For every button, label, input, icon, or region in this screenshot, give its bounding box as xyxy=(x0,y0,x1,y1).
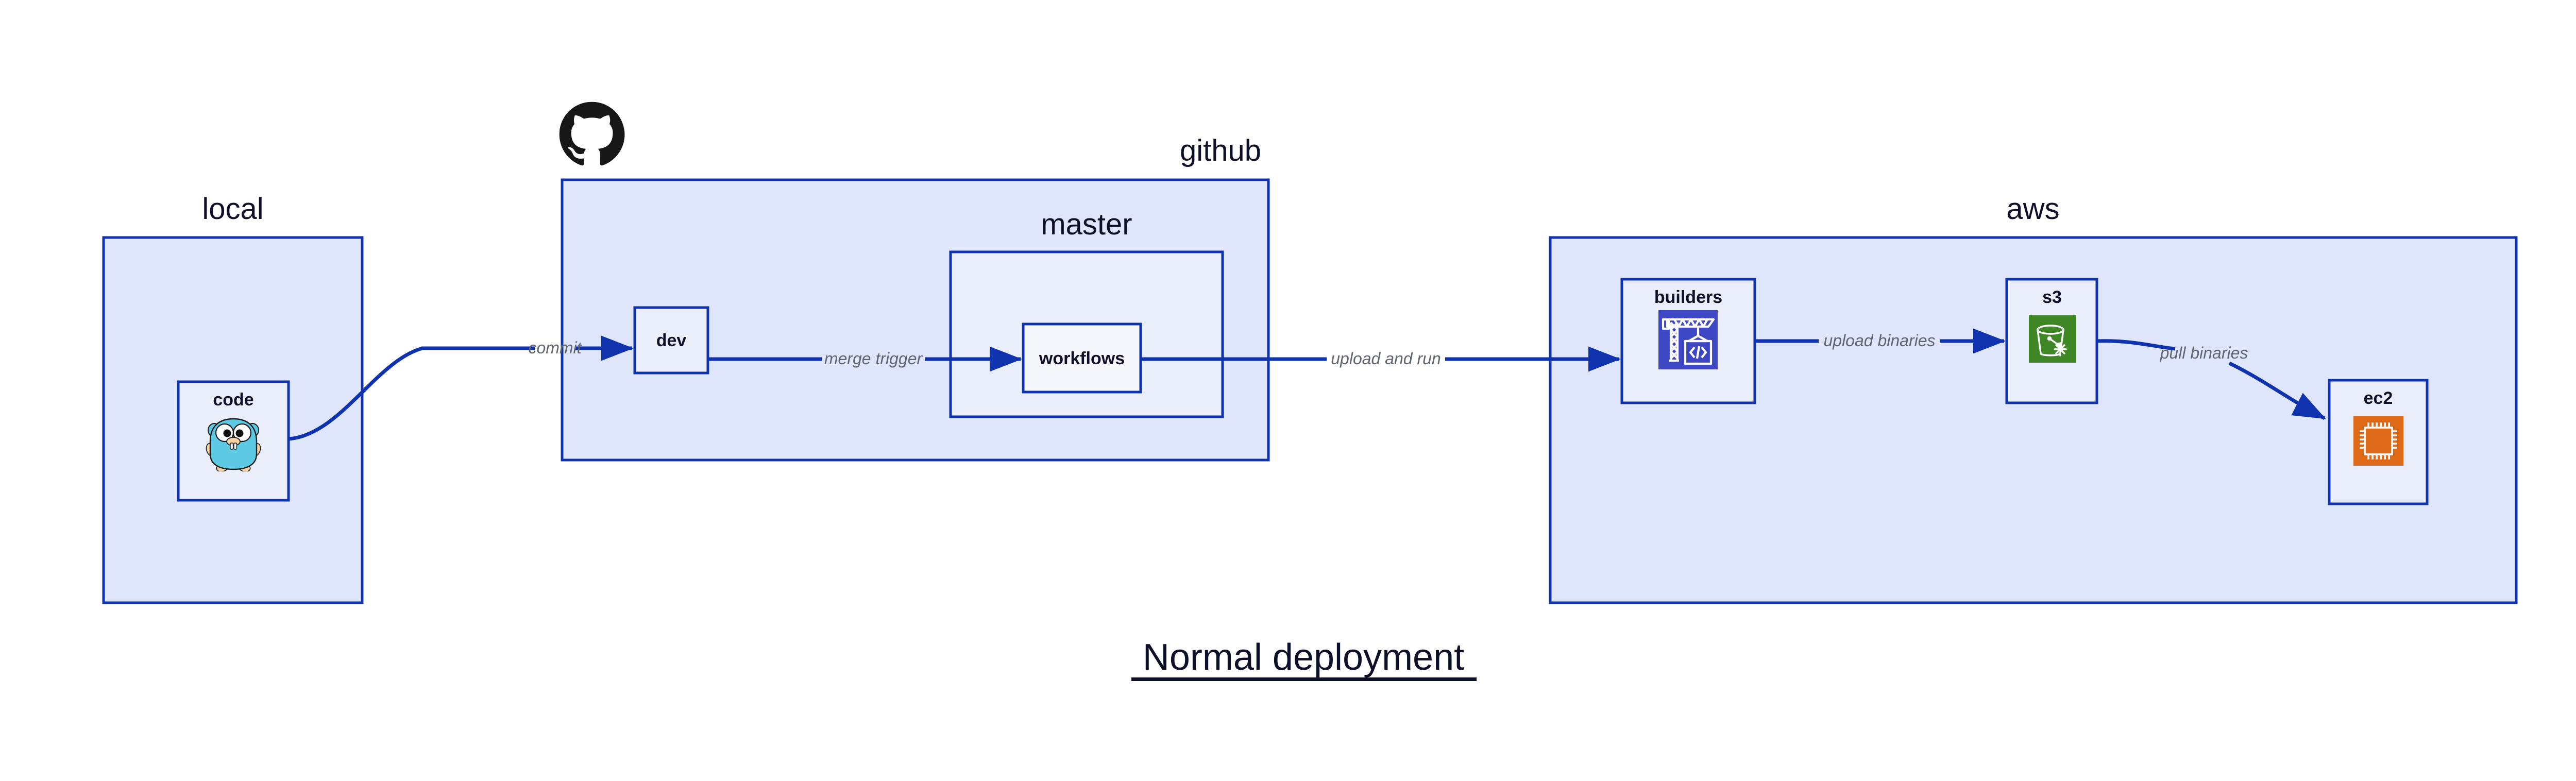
edge-pull-binaries: pull binaries xyxy=(2096,339,2326,420)
node-code[interactable]: code xyxy=(177,380,290,502)
edge-merge-trigger: merge trigger xyxy=(708,346,1022,372)
node-s3[interactable]: s3 xyxy=(2005,278,2098,404)
diagram-title: Normal deployment xyxy=(1143,637,1464,678)
github-octocat-logo xyxy=(559,101,625,166)
node-s3-label: s3 xyxy=(2042,287,2062,307)
diagram-title-underline xyxy=(1131,677,1477,681)
group-github-label: github xyxy=(1180,134,1261,167)
edge-commit-label: commit xyxy=(528,338,582,357)
node-builders[interactable]: builders xyxy=(1620,278,1756,404)
group-master-label: master xyxy=(1041,208,1132,241)
edge-commit-line-a xyxy=(288,346,423,441)
node-workflows-box[interactable] xyxy=(1022,322,1142,394)
node-ec2[interactable]: ec2 xyxy=(2328,379,2429,505)
edge-upload-and-run: upload and run xyxy=(1141,346,1621,372)
node-code-label: code xyxy=(213,390,253,410)
group-local-label: local xyxy=(202,192,263,226)
edge-upload-binaries-label: upload binaries xyxy=(1823,331,1935,350)
go-gopher-icon xyxy=(206,418,261,471)
node-workflows-label: workflows xyxy=(1039,349,1125,368)
node-dev[interactable]: dev xyxy=(633,306,709,375)
node-dev-label: dev xyxy=(656,331,687,350)
diagram-title-group: Normal deployment xyxy=(1131,637,1477,681)
group-aws-label: aws xyxy=(2006,192,2059,226)
aws-codebuild-crane-icon xyxy=(1658,310,1718,369)
node-dev-box[interactable] xyxy=(633,306,709,375)
aws-ec2-chip-icon xyxy=(2353,416,2403,466)
edge-pull-binaries-label: pull binaries xyxy=(2160,344,2248,362)
edge-merge-trigger-label: merge trigger xyxy=(824,349,923,368)
node-builders-label: builders xyxy=(1654,287,1722,307)
edge-upload-binaries: upload binaries xyxy=(1755,328,2006,354)
edge-pull-binaries-line-b xyxy=(2228,361,2326,420)
node-workflows[interactable]: workflows xyxy=(1022,322,1142,394)
node-ec2-label: ec2 xyxy=(2364,388,2393,408)
edge-pull-binaries-line-a xyxy=(2096,339,2176,351)
aws-s3-glacier-bucket-icon xyxy=(2029,315,2076,363)
edge-upload-and-run-label: upload and run xyxy=(1331,349,1441,368)
edge-commit: commit xyxy=(288,335,634,441)
